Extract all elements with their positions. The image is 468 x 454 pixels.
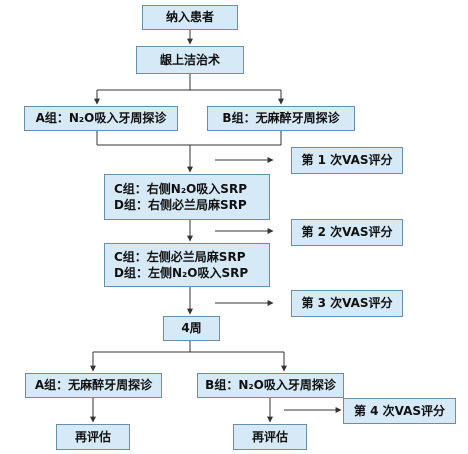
vas2-box: 第 2 次VAS评分 — [291, 219, 403, 246]
cd-right-c-label: C组：右侧N₂O吸入SRP — [114, 181, 247, 196]
group-b-bottom-box: B组：N₂O吸入牙周探诊 — [197, 373, 344, 398]
cd-right-d-label: D组：右侧必兰局麻SRP — [114, 198, 247, 212]
vas4-label: 第 4 次VAS评分 — [353, 403, 446, 418]
week4-label: 4周 — [181, 321, 202, 336]
cd-right-box: C组：右侧N₂O吸入SRP D组：右侧必兰局麻SRP — [104, 174, 270, 220]
reeval-left-label: 再评估 — [74, 429, 111, 444]
vas3-label: 第 3 次VAS评分 — [301, 296, 393, 311]
reeval-right-box: 再评估 — [233, 424, 307, 450]
week4-box: 4周 — [163, 316, 220, 341]
reeval-left-box: 再评估 — [56, 424, 130, 450]
vas1-label: 第 1 次VAS评分 — [301, 153, 393, 168]
group-b-top-label: B组：无麻醉牙周探诊 — [222, 111, 340, 126]
enroll-box: 纳入患者 — [142, 5, 238, 30]
group-b-top-box: B组：无麻醉牙周探诊 — [207, 106, 355, 131]
group-a-bottom-label: A组：无麻醉牙周探诊 — [34, 378, 153, 393]
enroll-label: 纳入患者 — [165, 10, 214, 25]
supragingival-box: 龈上洁治术 — [136, 46, 244, 74]
reeval-right-label: 再评估 — [251, 429, 288, 444]
vas4-box: 第 4 次VAS评分 — [343, 398, 456, 424]
group-b-bottom-label: B组：N₂O吸入牙周探诊 — [205, 378, 336, 393]
vas3-box: 第 3 次VAS评分 — [291, 290, 403, 317]
cd-left-c-label: C组：左侧必兰局麻SRP — [114, 249, 246, 264]
vas2-label: 第 2 次VAS评分 — [301, 225, 393, 240]
group-a-top-box: A组：N₂O吸入牙周探诊 — [24, 106, 178, 131]
cd-left-d-label: D组：左侧N₂O吸入SRP — [114, 266, 249, 280]
supragingival-label: 龈上洁治术 — [159, 52, 220, 67]
vas1-box: 第 1 次VAS评分 — [291, 147, 403, 174]
cd-left-box: C组：左侧必兰局麻SRP D组：左侧N₂O吸入SRP — [104, 243, 270, 287]
group-a-bottom-box: A组：无麻醉牙周探诊 — [25, 373, 162, 398]
group-a-top-label: A组：N₂O吸入牙周探诊 — [35, 111, 167, 126]
